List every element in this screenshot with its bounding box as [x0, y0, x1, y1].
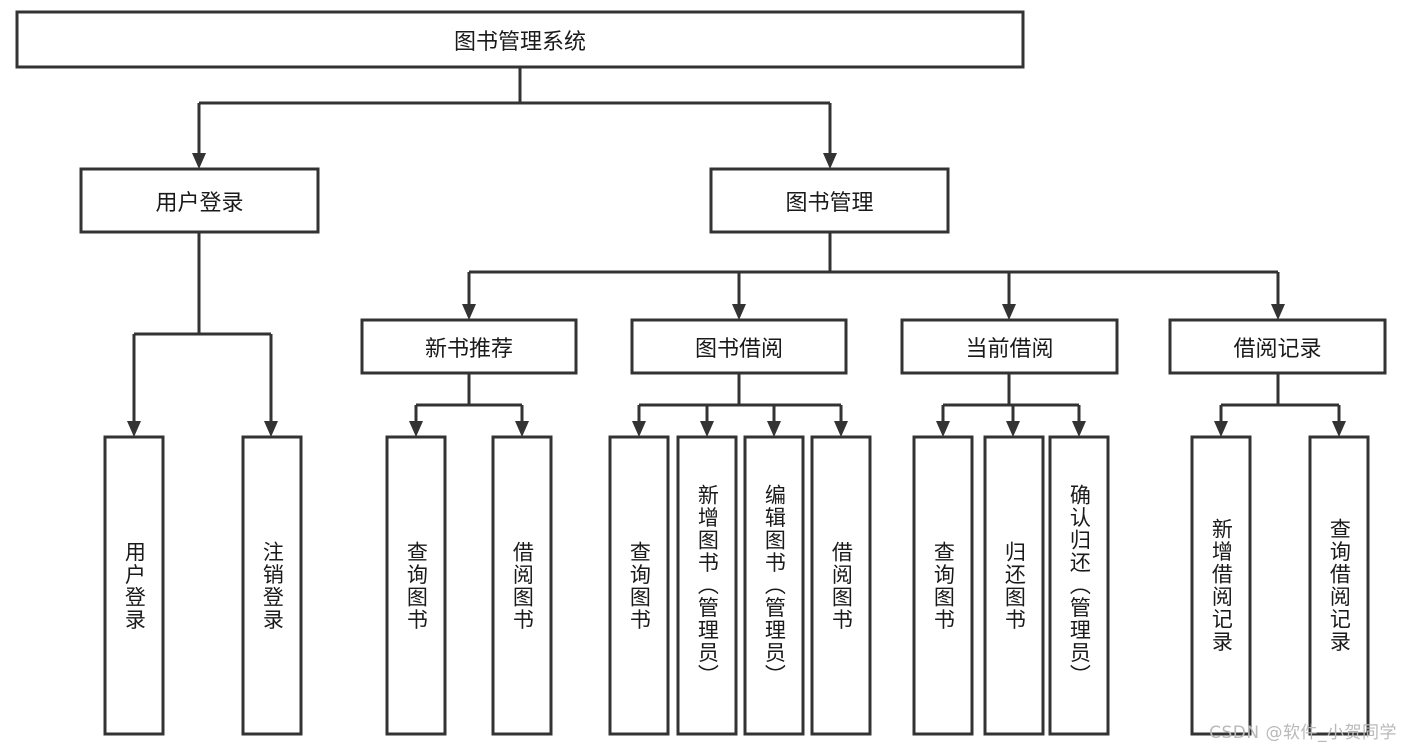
arrowhead-leaf-user-login: [127, 421, 141, 437]
label-leaf-query-book-2: 查询图书: [627, 540, 652, 631]
node-leaf-query-record[interactable]: [1308, 435, 1370, 736]
node-book-manage[interactable]: [709, 167, 950, 234]
arrowhead-leaf-confirm-return: [1072, 421, 1086, 437]
arrowhead-current-borrow: [1002, 304, 1016, 320]
label-leaf-borrow-book-2: 借阅图书: [829, 540, 854, 631]
node-leaf-add-record[interactable]: [1190, 435, 1252, 736]
node-leaf-logout-login[interactable]: [241, 435, 303, 736]
label-leaf-edit-book: 编辑图书（管理员）: [762, 484, 787, 687]
arrowhead-leaf-borrow-book-2: [834, 421, 848, 437]
node-borrow-record[interactable]: [1168, 318, 1387, 375]
label-leaf-user-login: 用户登录: [122, 540, 147, 631]
arrowhead-leaf-edit-book: [767, 421, 781, 437]
node-root[interactable]: [15, 10, 1025, 69]
label-leaf-return-book: 归还图书: [1002, 540, 1027, 631]
node-user-login[interactable]: [79, 167, 320, 234]
label-book-manage: 图书管理: [785, 190, 874, 216]
arrowhead-leaf-logout: [264, 421, 278, 437]
arrowhead-new-book-recommend: [462, 304, 476, 320]
arrowhead-leaf-query-record: [1332, 421, 1346, 437]
arrowhead-user-login: [192, 153, 206, 169]
node-leaf-query-book-1[interactable]: [385, 435, 447, 736]
label-root: 图书管理系统: [453, 29, 586, 55]
label-leaf-borrow-book-1: 借阅图书: [510, 540, 535, 631]
node-leaf-query-book-2[interactable]: [608, 435, 670, 736]
label-leaf-query-book-3: 查询图书: [931, 540, 956, 631]
node-new-book-recommend[interactable]: [360, 318, 578, 375]
label-leaf-query-record: 查询借阅记录: [1327, 518, 1352, 653]
label-leaf-query-book-1: 查询图书: [404, 540, 429, 631]
node-leaf-query-book-3[interactable]: [912, 435, 974, 736]
arrowhead-leaf-query-book-1: [409, 421, 423, 437]
arrowhead-leaf-query-book-3: [936, 421, 950, 437]
watermark: CSDN @软件_小贺同学: [1209, 723, 1397, 743]
arrowhead-leaf-borrow-book-1: [515, 421, 529, 437]
label-borrow-record: 借阅记录: [1233, 336, 1322, 362]
node-leaf-return-book[interactable]: [983, 435, 1045, 736]
arrowhead-borrow-record: [1271, 304, 1285, 320]
arrowhead-leaf-return-book: [1006, 421, 1020, 437]
connector-layer: [127, 67, 1346, 437]
arrowhead-leaf-add-book: [700, 421, 714, 437]
node-leaf-borrow-book-2[interactable]: [810, 435, 872, 736]
label-user-login: 用户登录: [155, 190, 244, 216]
label-leaf-confirm-return: 确认归还（管理员）: [1067, 484, 1092, 687]
label-leaf-add-record: 新增借阅记录: [1209, 518, 1234, 653]
arrowhead-leaf-query-book-2: [632, 421, 646, 437]
arrowhead-leaf-add-record: [1214, 421, 1228, 437]
arrowhead-book-borrow: [732, 304, 746, 320]
node-current-borrow[interactable]: [900, 318, 1119, 375]
arrowhead-book-manage: [823, 153, 837, 169]
node-leaf-user-login[interactable]: [103, 435, 165, 736]
node-leaf-confirm-return[interactable]: [1048, 435, 1110, 736]
label-new-book-recommend: 新书推荐: [424, 336, 513, 362]
node-leaf-add-book[interactable]: [676, 435, 738, 736]
node-book-borrow[interactable]: [630, 318, 848, 375]
node-leaf-borrow-book-1[interactable]: [491, 435, 553, 736]
label-leaf-logout-login: 注销登录: [260, 540, 285, 631]
label-current-borrow: 当前借阅: [965, 336, 1054, 362]
label-book-borrow: 图书借阅: [694, 336, 783, 362]
label-leaf-add-book: 新增图书（管理员）: [695, 484, 720, 687]
node-layer: [15, 10, 1387, 736]
node-leaf-edit-book[interactable]: [743, 435, 805, 736]
